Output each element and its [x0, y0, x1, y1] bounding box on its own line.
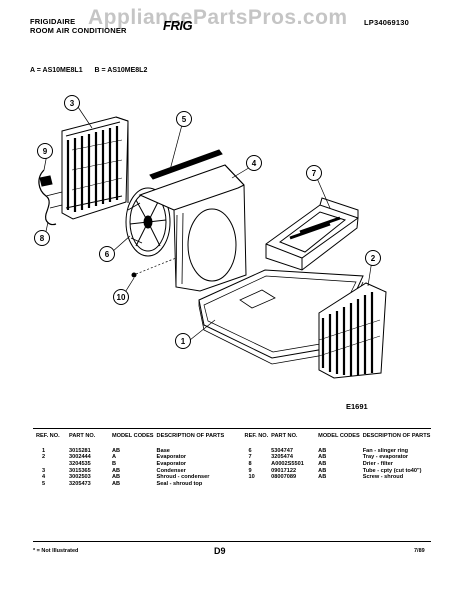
model-legend: A = AS10ME8L1 B = AS10ME8L2: [30, 67, 147, 74]
callout-5: 5: [182, 115, 187, 124]
table-row: 3204535 B Evaporator 8 A0002S5501 AB Dri…: [69, 460, 393, 467]
header-ref-2: REF. NO.: [244, 433, 269, 439]
table-row: 2 3002444 A Evaporator 7 3205474 AB Tray…: [42, 454, 409, 461]
header-model-2: MODEL CODES: [318, 433, 360, 439]
header-model: MODEL CODES: [112, 433, 154, 439]
header-part: PART NO.: [69, 433, 96, 439]
header-desc-2: DESCRIPTION OF PARTS: [362, 433, 431, 439]
page-number: D9: [214, 546, 226, 556]
header-desc: DESCRIPTION OF PARTS: [156, 433, 225, 439]
table-row: 3 3015365 AB Condenser 9 09017122 AB Tub…: [42, 467, 422, 474]
footer-note: * = Not Illustrated: [33, 548, 79, 554]
callout-8: 8: [40, 234, 45, 243]
callout-9: 9: [43, 147, 48, 156]
brand-logo: FRIG: [163, 18, 193, 33]
model-a: A = AS10ME8L1: [30, 67, 83, 74]
callout-7: 7: [312, 169, 317, 178]
table-top-rule: [33, 428, 431, 429]
brand-name: FRIGIDAIRE: [30, 17, 76, 26]
revision-date: 7/89: [414, 548, 425, 554]
callout-1: 1: [181, 337, 186, 346]
shroud-illustration: [138, 164, 247, 292]
parts-table: REF. NO. PART NO. MODEL CODES DESCRIPTIO…: [36, 433, 446, 487]
callout-3: 3: [70, 99, 75, 108]
callout-4: 4: [252, 159, 257, 168]
header-part-2: PART NO.: [271, 433, 298, 439]
evaporator-tray-illustration: [265, 197, 359, 271]
evaporator-coil-illustration: [318, 282, 387, 379]
document-number: LP34069130: [364, 18, 409, 27]
table-row: 1 3015281 AB Base 6 5304747 AB Fan - sli…: [42, 447, 409, 454]
condenser-coil-illustration: [61, 116, 129, 220]
table-row: 4 3002503 AB Shroud - condenser 10 08007…: [42, 474, 404, 481]
header-ref: REF. NO.: [36, 433, 60, 439]
table-header-row: REF. NO. PART NO. MODEL CODES DESCRIPTIO…: [36, 433, 446, 440]
fan-illustration: [125, 187, 171, 257]
table-row: 5 3205473 AB Seal - shroud top: [42, 480, 203, 487]
callout-6: 6: [105, 250, 110, 259]
callout-10: 10: [117, 293, 126, 302]
watermark: AppliancePartsPros.com: [88, 6, 348, 29]
callout-2: 2: [371, 254, 376, 263]
figure-number: E1691: [346, 402, 368, 411]
model-b: B = AS10ME8L2: [94, 67, 148, 74]
product-subtitle: ROOM AIR CONDITIONER: [30, 26, 127, 35]
table-bottom-rule: [33, 541, 431, 542]
